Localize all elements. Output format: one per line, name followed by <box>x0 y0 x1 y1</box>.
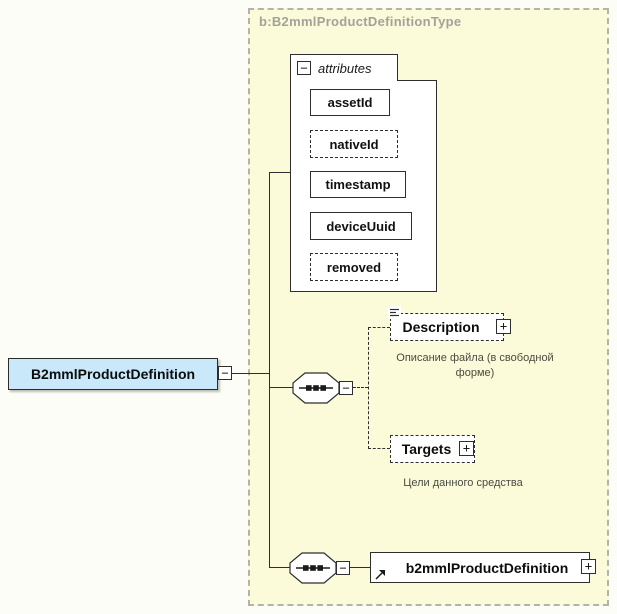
connector-ref-h <box>350 567 370 568</box>
sequence-icon[interactable] <box>289 552 337 584</box>
sequence-icon[interactable] <box>292 372 340 404</box>
complextype-title: b:B2mmlProductDefinitionType <box>259 14 462 29</box>
connector-description-dashed-h <box>368 327 390 328</box>
connector-seq1-h <box>269 387 293 388</box>
attributes-group-label: attributes <box>318 60 372 76</box>
root-element[interactable]: B2mmlProductDefinition <box>8 358 218 390</box>
attribute-deviceuuid[interactable]: deviceUuid <box>310 212 412 240</box>
targets-expand-toggle[interactable]: + <box>459 441 474 456</box>
attributes-collapse-toggle[interactable]: − <box>297 61 311 75</box>
annotation-icon <box>388 306 401 319</box>
attribute-removed[interactable]: removed <box>310 253 398 281</box>
targets-annotation: Цели данного средства <box>403 477 523 489</box>
attributes-group-header: − attributes <box>290 54 398 81</box>
ref-expand-toggle[interactable]: + <box>581 559 596 574</box>
element-description[interactable]: Description <box>390 313 504 341</box>
sequence-collapse-toggle[interactable]: − <box>339 381 353 395</box>
attribute-assetid[interactable]: assetId <box>310 89 390 116</box>
connector-attributes-h <box>269 172 290 173</box>
connector-children-dashed-v <box>368 327 369 449</box>
attribute-nativeid[interactable]: nativeId <box>310 130 398 158</box>
connector-targets-dashed-h <box>368 448 390 449</box>
description-expand-toggle[interactable]: + <box>496 319 511 334</box>
connector-root-h <box>232 373 269 374</box>
connector-seq2-h <box>269 567 290 568</box>
element-b2mmlproductdefinition-ref[interactable]: b2mmlProductDefinition <box>370 552 590 583</box>
description-annotation: Описание файла (в свободной форме) <box>396 352 554 379</box>
connector-seq1-dashed-h <box>353 387 368 388</box>
attribute-timestamp[interactable]: timestamp <box>310 171 406 198</box>
root-collapse-toggle[interactable]: − <box>218 366 232 380</box>
reference-arrow-icon <box>374 567 386 580</box>
sequence2-collapse-toggle[interactable]: − <box>336 561 350 575</box>
connector-trunk-v <box>269 172 270 568</box>
